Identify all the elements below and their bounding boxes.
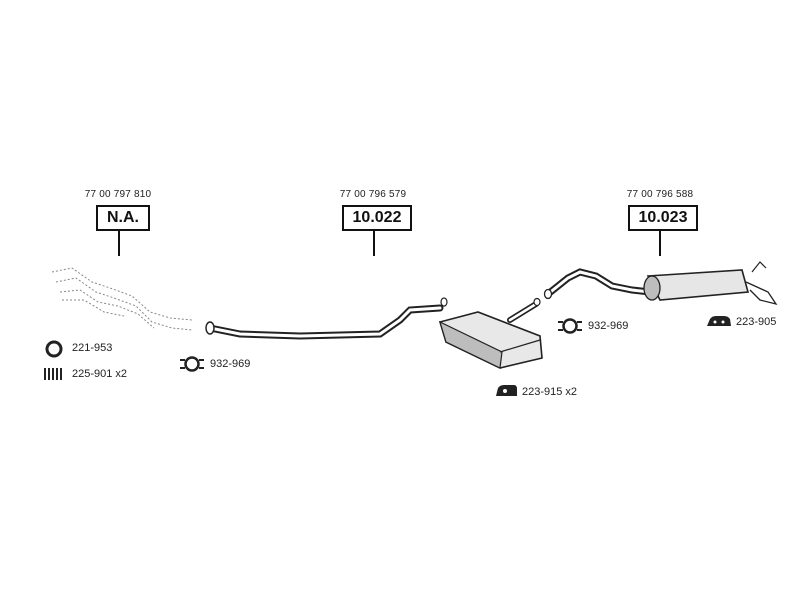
clamp-icon [558, 318, 582, 334]
clamp-icon [180, 356, 204, 372]
ref-leader-rear [659, 229, 661, 256]
rubber-mount-icon [707, 316, 731, 326]
rubber-mount-icon [496, 385, 517, 396]
rear-pipe[interactable] [543, 268, 654, 300]
ref-box-middle[interactable]: 10.022 [342, 205, 412, 231]
part-label-225-901[interactable]: 225-901 x2 [72, 368, 128, 380]
rear-silencer[interactable] [643, 261, 778, 306]
middle-silencer[interactable] [438, 297, 543, 369]
ref-leader-front [118, 229, 120, 256]
part-label-223-905[interactable]: 223-905 [736, 316, 777, 328]
front-pipe-ghost [51, 267, 193, 331]
oem-number-front: 77 00 797 810 [84, 189, 152, 200]
oem-number-rear: 77 00 796 588 [626, 189, 694, 200]
part-label-932-969-front[interactable]: 932-969 [210, 358, 251, 370]
part-label-223-915[interactable]: 223-915 x2 [522, 386, 578, 398]
spring-icon [44, 368, 62, 380]
part-label-221-953[interactable]: 221-953 [72, 342, 113, 354]
ref-leader-middle [373, 229, 375, 256]
oem-number-middle: 77 00 796 579 [339, 189, 407, 200]
part-label-932-969-rear[interactable]: 932-969 [588, 320, 629, 332]
middle-pipe[interactable] [205, 297, 448, 340]
ref-box-front[interactable]: N.A. [96, 205, 150, 231]
ring-gasket-icon [45, 340, 63, 358]
ref-box-rear[interactable]: 10.023 [628, 205, 698, 231]
